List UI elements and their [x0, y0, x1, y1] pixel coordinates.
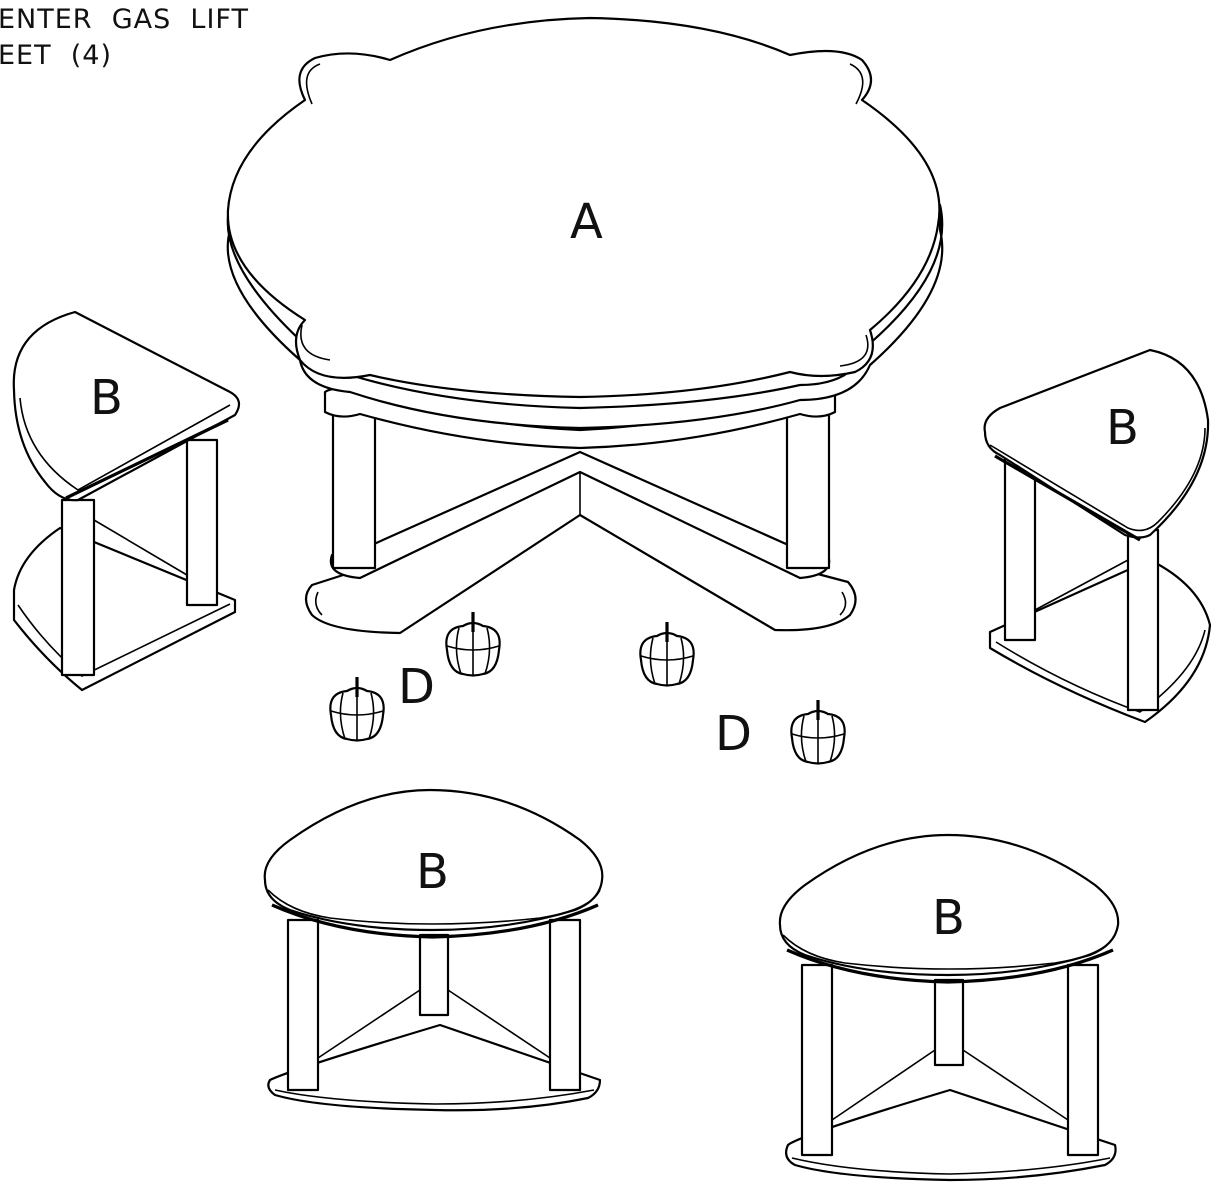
label-foot-d-1: D: [398, 659, 435, 715]
stool-b-right: B: [983, 348, 1212, 724]
table-base: [304, 468, 857, 635]
stool-b-left: B: [12, 310, 241, 692]
label-stool-b-1: B: [90, 370, 123, 426]
label-stool-b-3: B: [416, 844, 449, 900]
table-a: A: [226, 16, 944, 635]
stool-base: [785, 1088, 1117, 1182]
table-leg-left: [331, 406, 377, 570]
stool-seat: [983, 348, 1210, 539]
foot-d-2: [445, 612, 501, 677]
label-foot-d-2: D: [715, 706, 752, 762]
stool-seat: [778, 833, 1120, 977]
header-line-1: ENTER GAS LIFT: [0, 4, 249, 35]
stool-seat: [12, 310, 241, 502]
stool-b-bottom-middle: B: [263, 788, 604, 1112]
table-top: [226, 16, 941, 399]
label-stool-b-2: B: [1106, 400, 1139, 456]
header-line-2: EET (4): [0, 40, 113, 71]
foot-d-3: [639, 622, 695, 687]
stool-b-bottom-right: B: [778, 833, 1120, 1182]
stool-base: [267, 1023, 602, 1112]
label-table-a: A: [570, 194, 603, 250]
stool-seat: [263, 788, 604, 932]
table-leg-right: [785, 406, 831, 570]
label-stool-b-4: B: [932, 890, 965, 946]
foot-d-1: [329, 677, 385, 742]
foot-d-4: [790, 700, 846, 765]
